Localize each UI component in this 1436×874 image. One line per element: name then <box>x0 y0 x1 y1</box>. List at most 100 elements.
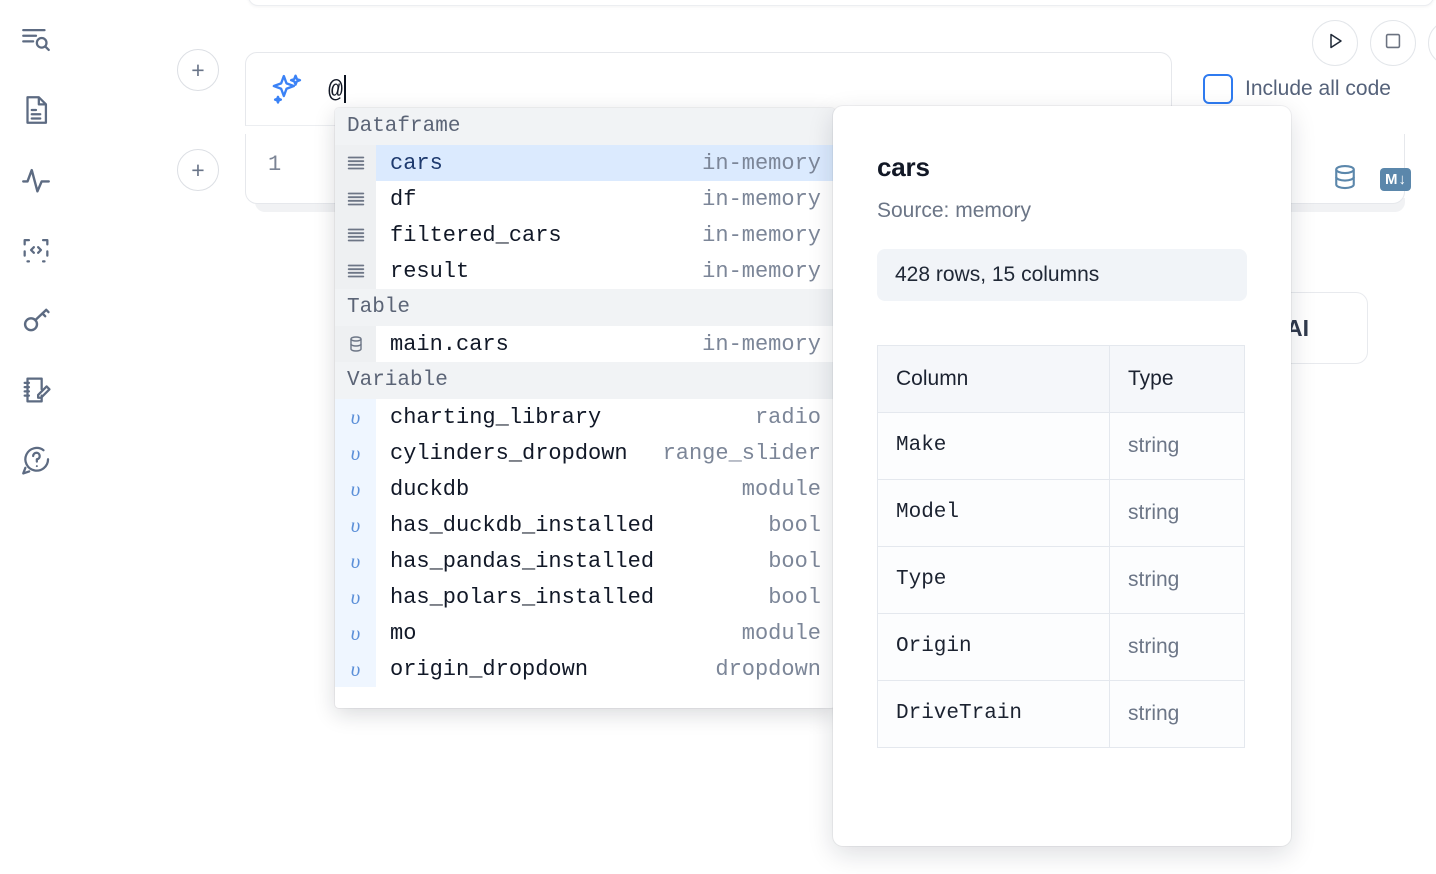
plus-icon: + <box>191 56 205 83</box>
add-cell-button-top[interactable]: + <box>177 49 219 91</box>
autocomplete-item-name: duckdb <box>390 476 470 502</box>
sidebar-item-outline[interactable] <box>14 18 58 62</box>
help-question-icon <box>19 443 53 477</box>
schema-column-name: Type <box>878 547 1110 614</box>
markdown-arrow: ↓ <box>1398 171 1407 188</box>
table-database-icon <box>335 326 376 362</box>
more-actions-button[interactable] <box>1428 20 1436 66</box>
text-caret <box>344 74 347 103</box>
notebook-edit-icon <box>19 373 53 407</box>
autocomplete-item-name: cylinders_dropdown <box>390 440 628 466</box>
autocomplete-item-type: range_slider <box>662 440 821 466</box>
include-all-code-checkbox[interactable] <box>1203 74 1233 104</box>
sidebar-item-snippets[interactable] <box>14 228 58 272</box>
autocomplete-item[interactable]: υ has_duckdb_installed bool <box>335 507 835 543</box>
autocomplete-item[interactable]: result in-memory <box>335 253 835 289</box>
ai-prompt-input[interactable]: @ <box>328 74 347 105</box>
autocomplete-item-type: radio <box>754 404 821 430</box>
autocomplete-item[interactable]: main.cars in-memory <box>335 326 835 362</box>
sidebar-item-documentation[interactable] <box>14 88 58 132</box>
database-icon[interactable] <box>1330 162 1360 197</box>
markdown-icon[interactable]: M↓ <box>1380 168 1411 191</box>
schema-column-name: Make <box>878 413 1110 480</box>
variable-icon: υ <box>335 435 376 471</box>
variable-icon: υ <box>335 651 376 687</box>
autocomplete-item-type: module <box>741 476 821 502</box>
dataframe-icon <box>335 253 376 289</box>
autocomplete-item-type: in-memory <box>702 186 821 212</box>
autocomplete-item-type: dropdown <box>715 656 821 682</box>
dataframe-icon <box>335 217 376 253</box>
run-button[interactable] <box>1312 20 1358 66</box>
sidebar-item-activity[interactable] <box>14 158 58 202</box>
autocomplete-item-name: has_polars_installed <box>390 584 655 610</box>
file-document-icon <box>19 93 53 127</box>
add-cell-button-bottom[interactable]: + <box>177 149 219 191</box>
autocomplete-item-name: has_duckdb_installed <box>390 512 655 538</box>
schema-header-cell: Type <box>1110 346 1244 413</box>
info-panel-shape: 428 rows, 15 columns <box>877 249 1247 301</box>
activity-pulse-icon <box>19 163 53 197</box>
autocomplete-item-name: main.cars <box>390 331 509 357</box>
plus-icon: + <box>191 156 205 183</box>
cell-action-icons: M↓ <box>1330 162 1411 197</box>
info-panel-title: cars <box>877 152 930 182</box>
sidebar-item-secrets[interactable] <box>14 298 58 342</box>
autocomplete-item-type: in-memory <box>702 150 821 176</box>
schema-column-type: string <box>1110 480 1244 547</box>
dataframe-icon <box>335 145 376 181</box>
schema-header-cell: Column <box>878 346 1110 413</box>
autocomplete-item[interactable]: υ cylinders_dropdown range_slider <box>335 435 835 471</box>
schema-column-name: Model <box>878 480 1110 547</box>
autocomplete-item[interactable]: υ has_polars_installed bool <box>335 579 835 615</box>
line-number: 1 <box>268 152 282 177</box>
include-all-code-label: Include all code <box>1245 77 1391 100</box>
stop-button[interactable] <box>1370 20 1416 66</box>
code-snippet-icon <box>19 233 53 267</box>
schema-column-type: string <box>1110 547 1244 614</box>
autocomplete-item-name: df <box>390 186 417 212</box>
autocomplete-group-header: Variable <box>335 362 835 399</box>
autocomplete-item-name: mo <box>390 620 417 646</box>
autocomplete-group-header: Dataframe <box>335 108 835 145</box>
autocomplete-item-type: in-memory <box>702 258 821 284</box>
autocomplete-item-type: in-memory <box>702 331 821 357</box>
autocomplete-item-name: origin_dropdown <box>390 656 589 682</box>
schema-column-type: string <box>1110 413 1244 480</box>
dataframe-icon <box>335 181 376 217</box>
autocomplete-item-type: bool <box>768 512 821 538</box>
autocomplete-item-name: result <box>390 258 470 284</box>
schema-column-type: string <box>1110 681 1244 748</box>
variable-icon: υ <box>335 507 376 543</box>
autocomplete-item-type: in-memory <box>702 222 821 248</box>
autocomplete-item[interactable]: df in-memory <box>335 181 835 217</box>
ai-prompt-value: @ <box>328 75 344 105</box>
sparkle-icon <box>268 71 306 109</box>
autocomplete-item-type: bool <box>768 584 821 610</box>
autocomplete-item-name: has_pandas_installed <box>390 548 655 574</box>
key-icon <box>19 303 53 337</box>
play-icon <box>1323 29 1347 58</box>
variable-icon: υ <box>335 579 376 615</box>
schema-column-type: string <box>1110 614 1244 681</box>
autocomplete-group-header: Table <box>335 289 835 326</box>
variable-icon: υ <box>335 615 376 651</box>
sidebar-item-help[interactable] <box>14 438 58 482</box>
include-all-code-row: Include all code <box>1203 74 1391 104</box>
autocomplete-item-name: filtered_cars <box>390 222 562 248</box>
autocomplete-item[interactable]: filtered_cars in-memory <box>335 217 835 253</box>
sidebar-item-scratchpad[interactable] <box>14 368 58 412</box>
autocomplete-item[interactable]: υ origin_dropdown dropdown <box>335 651 835 687</box>
